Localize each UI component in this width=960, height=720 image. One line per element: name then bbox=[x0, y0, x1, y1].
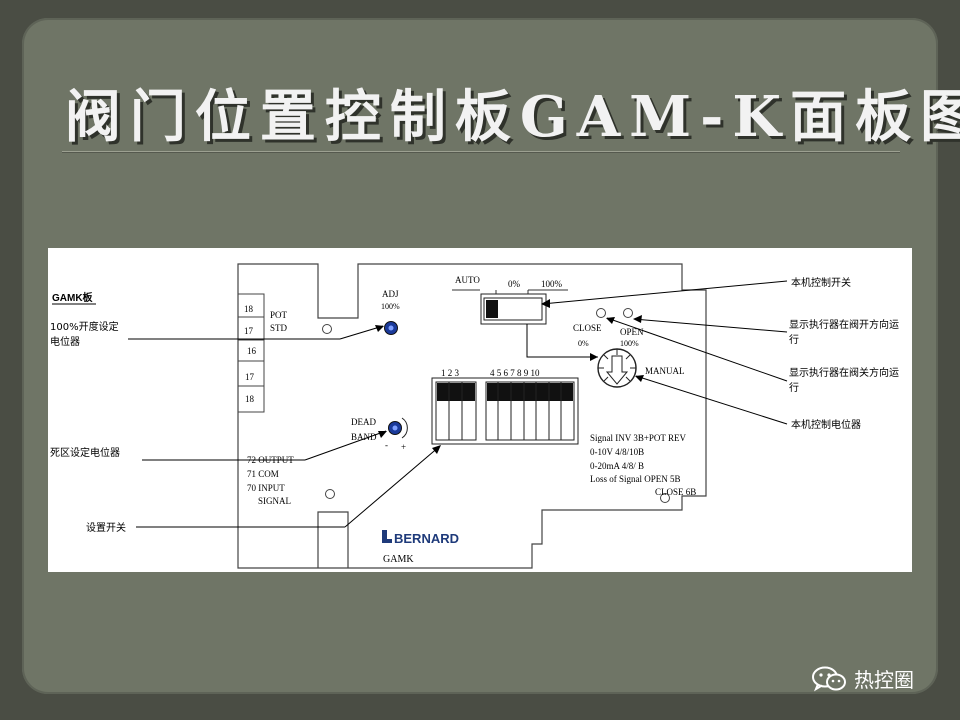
board-notch bbox=[317, 511, 349, 568]
manual-label: MANUAL bbox=[645, 366, 685, 376]
auto-switch-slot bbox=[483, 297, 543, 321]
pot-label: POT bbox=[270, 310, 288, 320]
adj-label: ADJ bbox=[382, 289, 399, 299]
arrow-head bbox=[606, 317, 615, 324]
manual-knob-arrow bbox=[605, 355, 629, 385]
terminal-70: 70 INPUT bbox=[247, 483, 285, 493]
watermark: 热控圈 bbox=[812, 664, 914, 693]
deadband-plus: + bbox=[401, 442, 406, 452]
callout-pot-100: 100%开度设定电位器 bbox=[50, 322, 119, 348]
callout-close-box: 显示执行器在阀关方向运行 bbox=[789, 368, 899, 394]
callout-line bbox=[635, 375, 788, 425]
mounting-hole bbox=[325, 489, 335, 499]
close-label: CLOSE bbox=[573, 323, 602, 333]
manual-knob-ticks bbox=[598, 349, 636, 382]
terminal-18b: 18 bbox=[245, 394, 255, 404]
callout-open-box: 显示执行器在阀开方向运行 bbox=[789, 320, 899, 346]
arrow-head bbox=[378, 431, 387, 438]
terminal-71: 71 COM bbox=[247, 469, 279, 479]
dip-switch-bank-right bbox=[485, 381, 575, 441]
switch-to-knob-line bbox=[526, 324, 598, 358]
band-label: BAND bbox=[351, 432, 377, 442]
callout-pot-100-box: 100%开度设定电位器 bbox=[50, 322, 119, 348]
signal-config-3: 0-20mA 4/8/ B bbox=[590, 461, 644, 471]
title-divider bbox=[62, 151, 900, 152]
mounting-hole bbox=[322, 324, 332, 334]
slide-title: 阀门位置控制板GAM-K面板图 bbox=[64, 84, 960, 150]
dip-switch-bank-left bbox=[435, 381, 477, 441]
open-percent: 100% bbox=[620, 339, 639, 348]
open-label: OPEN bbox=[620, 327, 644, 337]
signal-label: SIGNAL bbox=[258, 496, 291, 506]
terminal-17a: 17 bbox=[244, 326, 254, 336]
arrow-head bbox=[541, 299, 550, 308]
model-label: GAMK bbox=[383, 554, 414, 565]
adj-potentiometer-center bbox=[388, 325, 394, 331]
dead-label: DEAD bbox=[351, 417, 376, 427]
arrow-head bbox=[590, 353, 598, 361]
callout-line bbox=[633, 318, 788, 333]
deadband-rotation-arrow bbox=[401, 417, 408, 439]
watermark-text: 热控圈 bbox=[854, 668, 914, 692]
dip-switch-housing bbox=[431, 377, 579, 445]
callout-line bbox=[541, 280, 788, 305]
board-label: GAMK板 bbox=[52, 291, 94, 304]
deadband-potentiometer-center bbox=[392, 425, 398, 431]
arrow-head bbox=[633, 315, 642, 323]
callout-local-pot: 本机控制电位器 bbox=[791, 418, 861, 431]
std-label: STD bbox=[270, 323, 288, 333]
callout-open-indicator: 显示执行器在阀开方向运行 bbox=[789, 320, 899, 346]
callout-line bbox=[606, 317, 788, 382]
bernard-logo: BERNARD bbox=[382, 530, 459, 546]
deadband-minus: - bbox=[385, 440, 388, 450]
signal-config-5: CLOSE 6B bbox=[655, 487, 696, 497]
diagram-background bbox=[48, 248, 912, 572]
callout-deadband: 死区设定电位器 bbox=[50, 446, 120, 459]
arrow-head bbox=[375, 325, 384, 332]
arrow-head bbox=[635, 375, 644, 382]
terminal-16: 16 bbox=[247, 346, 257, 356]
auto-0-label: 0% bbox=[508, 279, 521, 289]
board-outline bbox=[237, 263, 707, 569]
dip-right-numbers: 4 5 6 7 8 9 10 bbox=[490, 368, 540, 378]
signal-config-1: Signal INV 3B+POT REV bbox=[590, 433, 687, 443]
callout-line bbox=[304, 430, 387, 461]
auto-label: AUTO bbox=[455, 275, 480, 285]
open-led-icon bbox=[623, 308, 633, 318]
wechat-icon bbox=[812, 666, 846, 691]
signal-config-4: Loss of Signal OPEN 5B bbox=[590, 474, 681, 484]
close-percent: 0% bbox=[578, 339, 589, 348]
signal-config-2: 0-10V 4/8/10B bbox=[590, 447, 644, 457]
callout-close-indicator: 显示执行器在阀关方向运行 bbox=[789, 368, 899, 394]
switch-marker bbox=[452, 289, 568, 295]
terminal-block-bottom bbox=[237, 339, 265, 413]
callout-local-switch: 本机控制开关 bbox=[791, 276, 851, 289]
mounting-hole bbox=[660, 493, 670, 503]
adj-percent: 100% bbox=[381, 302, 400, 311]
callout-line bbox=[344, 445, 441, 528]
callout-setting-switch: 设置开关 bbox=[86, 521, 126, 534]
close-led-icon bbox=[596, 308, 606, 318]
terminal-18a: 18 bbox=[244, 304, 254, 314]
auto-switch-lever bbox=[486, 300, 498, 318]
callout-line bbox=[339, 325, 384, 340]
arrow-head bbox=[432, 445, 441, 454]
brand-name: BERNARD bbox=[394, 531, 459, 546]
terminal-17b: 17 bbox=[245, 372, 255, 382]
dip-left-numbers: 1 2 3 bbox=[441, 368, 460, 378]
auto-100-label: 100% bbox=[541, 279, 563, 289]
